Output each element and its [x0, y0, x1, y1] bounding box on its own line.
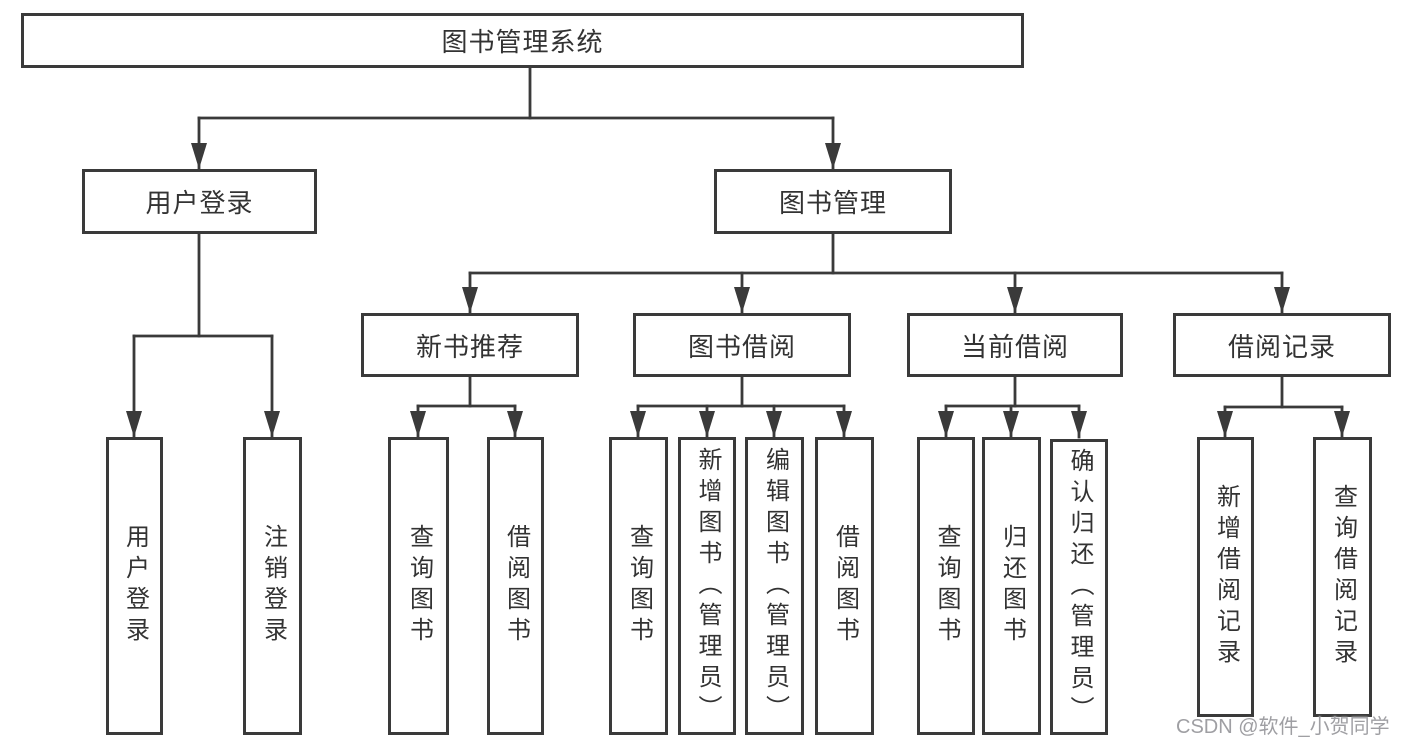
leaf-borrow-books-recommend: 借阅图书 [487, 437, 544, 735]
leaf-borrow-books: 借阅图书 [815, 437, 874, 735]
node-label: 查询图书 [933, 524, 960, 648]
node-label: 新书推荐 [415, 331, 524, 362]
node-label: 当前借阅 [960, 331, 1069, 362]
node-label: 图书管理系统 [441, 27, 604, 57]
leaf-return-books: 归还图书 [982, 437, 1041, 735]
leaf-edit-book-admin: 编辑图书（管理员） [745, 437, 804, 735]
node-label: 用户登录 [121, 524, 149, 648]
leaf-user-login: 用户登录 [106, 437, 163, 735]
node-book-borrow: 图书借阅 [633, 313, 851, 377]
node-label: 借阅图书 [831, 524, 859, 648]
node-borrow-records: 借阅记录 [1173, 313, 1391, 377]
node-library-management-system: 图书管理系统 [21, 13, 1024, 68]
node-book-management: 图书管理 [714, 169, 952, 234]
node-label: 新增借阅记录 [1212, 484, 1240, 670]
leaf-query-books-current: 查询图书 [917, 437, 975, 735]
watermark: CSDN @软件_小贺同学 [1176, 716, 1390, 738]
node-current-borrow: 当前借阅 [907, 313, 1123, 377]
node-user-login: 用户登录 [82, 169, 317, 234]
node-label: 确认归还（管理员） [1066, 447, 1093, 727]
node-label: 查询图书 [405, 524, 433, 648]
leaf-query-books-borrow: 查询图书 [609, 437, 668, 735]
node-label: 图书借阅 [687, 331, 796, 362]
node-label: 编辑图书（管理员） [761, 446, 789, 726]
leaf-add-borrow-record: 新增借阅记录 [1197, 437, 1254, 717]
node-label: 借阅记录 [1227, 331, 1336, 362]
node-label: 归还图书 [998, 524, 1026, 648]
leaf-logout: 注销登录 [243, 437, 302, 735]
node-label: 新增图书（管理员） [694, 446, 721, 726]
leaf-confirm-return-admin: 确认归还（管理员） [1050, 439, 1108, 735]
node-new-book-recommend: 新书推荐 [361, 313, 579, 377]
node-label: 查询借阅记录 [1329, 484, 1357, 670]
node-label: 图书管理 [778, 188, 887, 218]
leaf-add-book-admin: 新增图书（管理员） [678, 437, 736, 735]
leaf-query-borrow-record: 查询借阅记录 [1313, 437, 1372, 717]
leaf-query-books-recommend: 查询图书 [388, 437, 449, 735]
node-label: 查询图书 [625, 524, 653, 648]
node-label: 用户登录 [145, 188, 254, 218]
node-label: 注销登录 [259, 524, 287, 648]
node-label: 借阅图书 [502, 524, 530, 648]
